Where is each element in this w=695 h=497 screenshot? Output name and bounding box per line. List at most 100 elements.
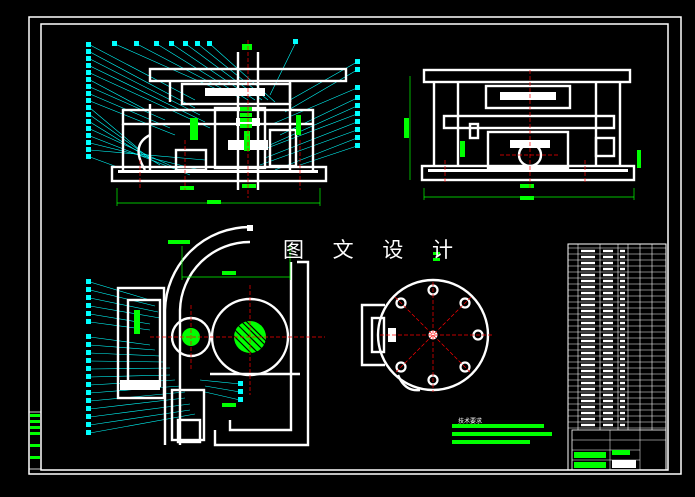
parts-list-cell-text — [603, 375, 613, 379]
parts-list-cell-text — [620, 369, 625, 373]
parts-list-cell-text — [581, 315, 595, 319]
index-plate-view — [360, 252, 492, 392]
parts-list-cell-text — [581, 405, 595, 409]
parts-list-cell-text — [581, 309, 595, 313]
parts-list-cell-text — [581, 327, 595, 331]
parts-list-cell-text — [581, 351, 595, 355]
parts-list-cell-text — [581, 375, 595, 379]
parts-list-cell-text — [581, 255, 595, 259]
parts-list-cell-text — [620, 255, 625, 259]
parts-list-cell-text — [620, 345, 625, 349]
parts-list-cell-text — [603, 297, 613, 301]
tech-notes-bars — [452, 424, 552, 444]
parts-list-cell-text — [581, 417, 595, 421]
parts-list-cell-text — [620, 333, 625, 337]
parts-list-cell-text — [581, 387, 595, 391]
parts-list-cell-text — [581, 297, 595, 301]
parts-list-cell-text — [620, 249, 625, 253]
parts-list-cell-text — [603, 417, 613, 421]
parts-list-cell-text — [620, 303, 625, 307]
parts-list-cell-text — [620, 363, 625, 367]
parts-list-cell-text — [603, 303, 613, 307]
parts-list-cell-text — [620, 315, 625, 319]
parts-list-cell-text — [581, 285, 595, 289]
parts-list-cell-text — [603, 405, 613, 409]
parts-list-cell-text — [620, 321, 625, 325]
parts-list-cell-text — [603, 291, 613, 295]
parts-list-cell-text — [620, 381, 625, 385]
parts-list-cell-text — [620, 339, 625, 343]
tech-requirements-label: 技术要求 — [458, 418, 483, 425]
parts-list-cell-text — [603, 381, 613, 385]
parts-list-cell-text — [603, 333, 613, 337]
parts-list-cell-text — [581, 381, 595, 385]
parts-list-cell-text — [620, 309, 625, 313]
title-block — [567, 243, 667, 471]
parts-list-cell-text — [603, 363, 613, 367]
parts-list-cell-text — [603, 255, 613, 259]
binding-strip — [28, 411, 42, 470]
parts-list-cell-text — [581, 369, 595, 373]
parts-list-cell-text — [603, 327, 613, 331]
parts-list-cell-text — [581, 267, 595, 271]
outer-border — [28, 16, 682, 475]
parts-list-cell-text — [620, 357, 625, 361]
parts-list-cell-text — [581, 273, 595, 277]
parts-list-cell-text — [581, 249, 595, 253]
parts-list-cell-text — [620, 297, 625, 301]
parts-list-cell-text — [581, 261, 595, 265]
parts-list-cell-text — [620, 267, 625, 271]
inner-border — [40, 23, 669, 471]
parts-list-cell-text — [603, 309, 613, 313]
parts-list-cell-text — [620, 393, 625, 397]
front-view — [86, 39, 360, 206]
parts-list-cell-text — [620, 387, 625, 391]
parts-list-cell-text — [581, 399, 595, 403]
parts-list-cell-text — [620, 261, 625, 265]
parts-list-cell-text — [620, 327, 625, 331]
parts-list-cell-text — [581, 423, 595, 427]
parts-list-cell-text — [581, 393, 595, 397]
parts-list-cell-text — [603, 285, 613, 289]
parts-list-cell-text — [603, 387, 613, 391]
parts-list-cell-text — [581, 291, 595, 295]
parts-list-cell-text — [620, 285, 625, 289]
side-view — [404, 68, 641, 200]
parts-list-cell-text — [620, 405, 625, 409]
parts-list-cell-text — [620, 351, 625, 355]
parts-list-cell-text — [603, 279, 613, 283]
parts-list-cell-text — [603, 369, 613, 373]
parts-list-cell-text — [620, 411, 625, 415]
parts-list-cell-text — [603, 351, 613, 355]
parts-list-cell-text — [620, 417, 625, 421]
parts-list-cell-text — [581, 321, 595, 325]
parts-list-cell-text — [603, 315, 613, 319]
parts-list-cell-text — [620, 279, 625, 283]
parts-list-cell-text — [603, 249, 613, 253]
parts-list-cell-text — [603, 267, 613, 271]
parts-list-cell-text — [620, 291, 625, 295]
parts-list-cell-text — [603, 273, 613, 277]
parts-list-cell-text — [603, 339, 613, 343]
parts-list-cell-text — [620, 399, 625, 403]
parts-list-cell-text — [581, 411, 595, 415]
parts-list-cell-text — [603, 393, 613, 397]
parts-list-cell-text — [603, 261, 613, 265]
parts-list-cell-text — [603, 423, 613, 427]
parts-list-cell-text — [620, 273, 625, 277]
parts-list-cell-text — [581, 357, 595, 361]
parts-list-cell-text — [620, 423, 625, 427]
parts-list-cell-text — [581, 339, 595, 343]
parts-list-cell-text — [620, 375, 625, 379]
parts-list-cell-text — [581, 363, 595, 367]
plan-view — [86, 225, 325, 447]
parts-list-cell-text — [581, 333, 595, 337]
parts-list-cell-text — [603, 321, 613, 325]
parts-list-cell-text — [603, 345, 613, 349]
watermark-text: 图 文 设 计 — [283, 238, 465, 262]
parts-list-cell-text — [603, 399, 613, 403]
parts-list-cell-text — [581, 279, 595, 283]
parts-list-cell-text — [581, 345, 595, 349]
parts-list-cell-text — [603, 411, 613, 415]
